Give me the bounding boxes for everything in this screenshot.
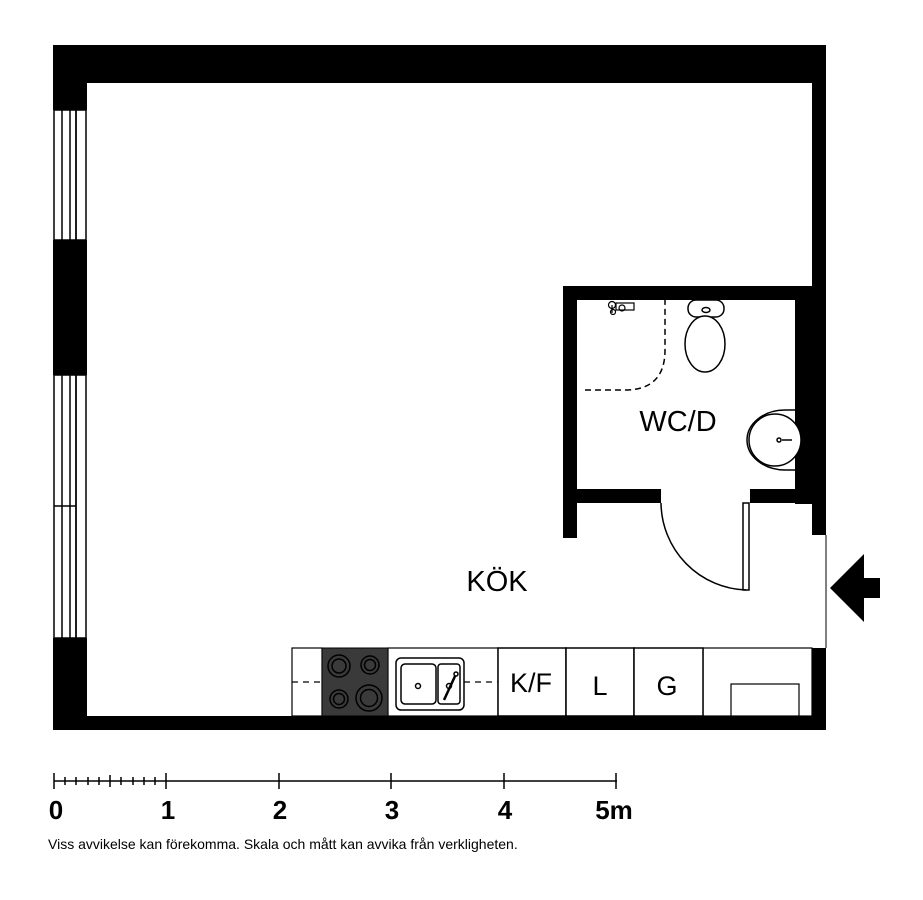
shower-mixer-icon xyxy=(607,300,635,316)
stove-icon xyxy=(321,647,389,717)
room-label-bathroom: WC/D xyxy=(639,406,716,438)
entrance-door[interactable] xyxy=(825,535,880,648)
cabinet-g xyxy=(633,647,704,717)
hall-cabinet xyxy=(730,683,800,717)
cabinet-l-label: L xyxy=(592,671,607,701)
washbasin-icon xyxy=(746,409,802,471)
outer-walls xyxy=(53,45,826,730)
scale-label-0: 0 xyxy=(49,795,63,825)
bathroom-walls xyxy=(563,286,825,538)
entrance-arrow-icon xyxy=(830,554,880,622)
window-bottom xyxy=(53,374,87,639)
cabinet-g-label: G xyxy=(656,671,677,701)
disclaimer-text: Viss avvikelse kan förekomma. Skala och … xyxy=(48,836,518,852)
scale-label-5m: 5m xyxy=(595,795,633,825)
scale-label-4: 4 xyxy=(498,795,513,825)
bathroom-door[interactable] xyxy=(660,502,750,591)
scale-label-3: 3 xyxy=(385,795,399,825)
scale-label-1: 1 xyxy=(161,795,175,825)
fridge-freezer-label: K/F xyxy=(510,668,552,698)
room-label-kitchen: KÖK xyxy=(466,566,528,598)
shower-area xyxy=(585,300,666,391)
scale-label-2: 2 xyxy=(273,795,287,825)
kitchen-sink-icon xyxy=(395,657,465,711)
window-top xyxy=(53,109,87,241)
fridge-freezer xyxy=(497,647,567,717)
cabinet-l xyxy=(565,647,635,717)
toilet-icon xyxy=(684,299,726,373)
appliance-row xyxy=(497,647,704,717)
scale-bar xyxy=(53,773,617,789)
